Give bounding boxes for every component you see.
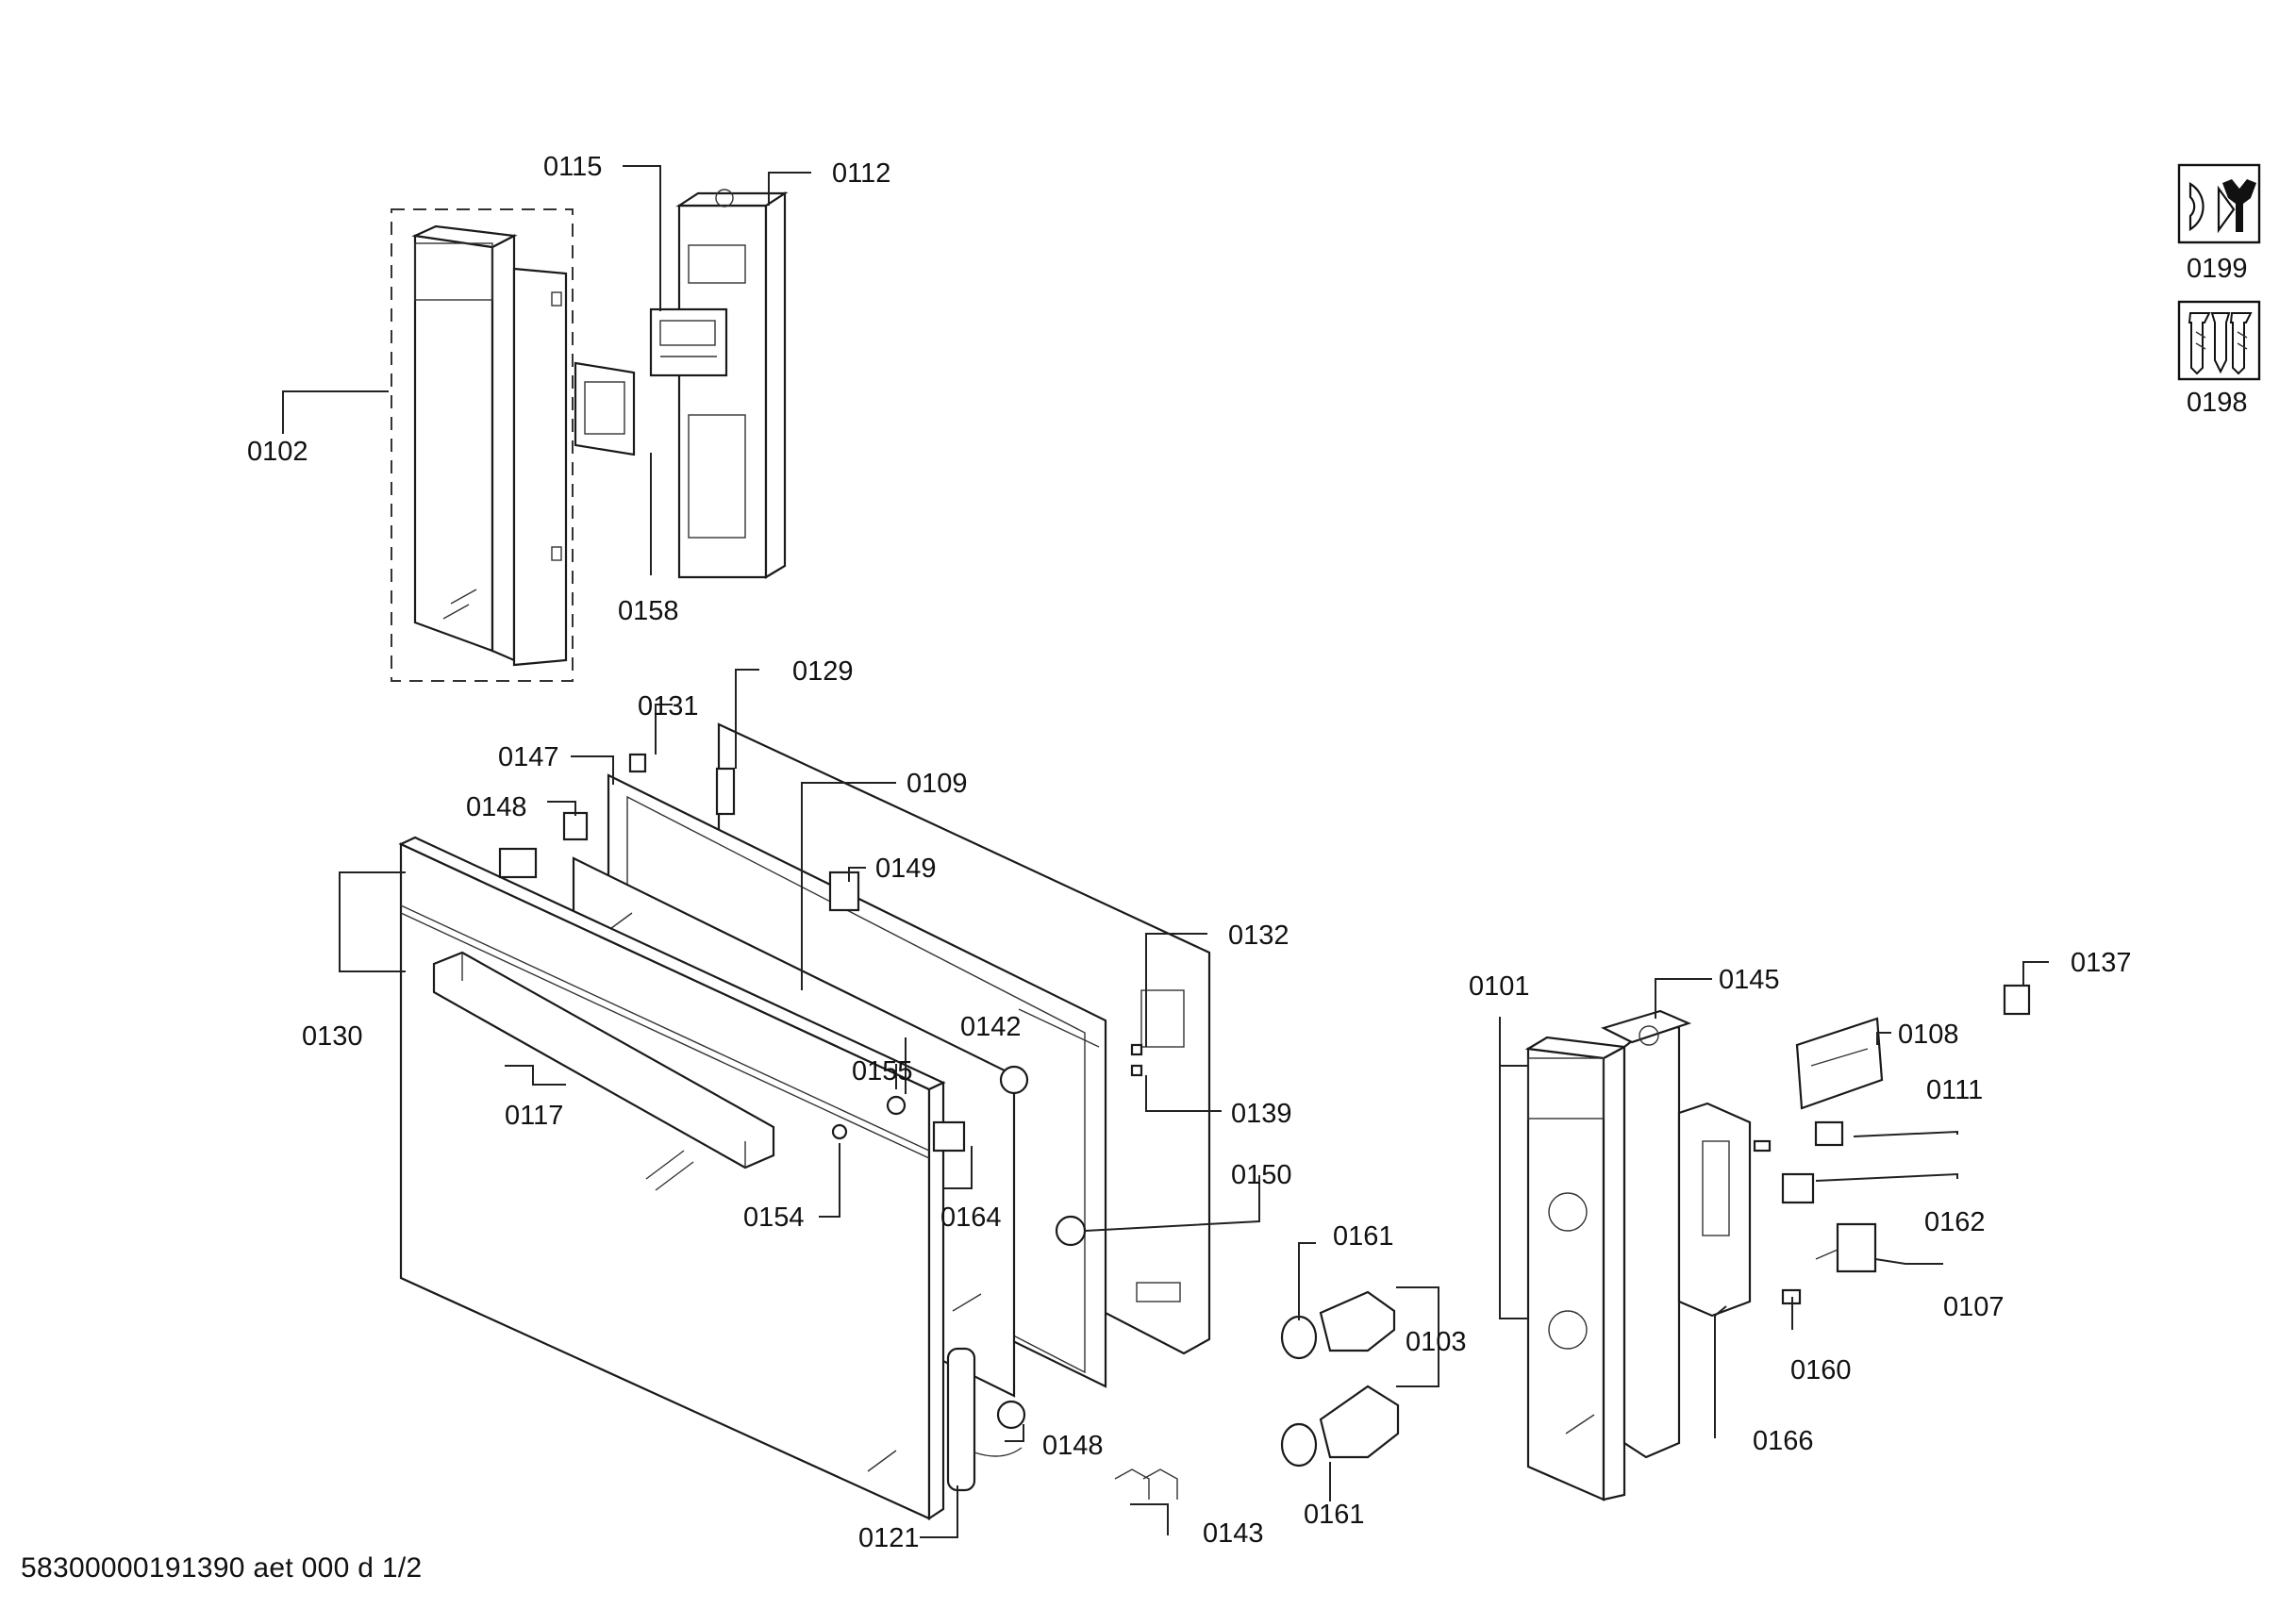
- right-components: [1753, 984, 2031, 1305]
- knob-upper: [1280, 1290, 1396, 1360]
- label-0148-top: 0148: [466, 792, 527, 822]
- label-0161-bottom: 0161: [1304, 1500, 1365, 1530]
- label-0158: 0158: [618, 596, 679, 626]
- label-0154: 0154: [743, 1203, 805, 1233]
- label-0143: 0143: [1203, 1518, 1264, 1549]
- label-0103: 0103: [1406, 1327, 1467, 1357]
- label-0121: 0121: [858, 1523, 920, 1553]
- label-0162: 0162: [1924, 1207, 1986, 1237]
- label-0131: 0131: [638, 691, 699, 722]
- right-control-panel: [1524, 1036, 1628, 1501]
- label-0108: 0108: [1898, 1020, 1959, 1050]
- label-0149: 0149: [875, 854, 937, 884]
- part-labels: 0102 0115 0112 0158 0129 0131 0147 0148 …: [247, 152, 2132, 1553]
- label-0112: 0112: [832, 158, 890, 189]
- label-0148-bottom: 0148: [1042, 1431, 1104, 1461]
- control-housing: [649, 189, 789, 579]
- right-housing: [1601, 1009, 1752, 1459]
- label-0117: 0117: [505, 1101, 563, 1131]
- control-panel-front: [391, 208, 574, 682]
- display-module: [574, 361, 636, 456]
- label-0101: 0101: [1469, 971, 1530, 1002]
- label-0139: 0139: [1231, 1099, 1292, 1129]
- label-0129: 0129: [792, 656, 854, 687]
- label-0155: 0155: [852, 1056, 913, 1086]
- label-0137: 0137: [2071, 948, 2132, 978]
- label-0107: 0107: [1943, 1292, 2005, 1322]
- leader-lines: [282, 165, 2049, 1538]
- label-0130: 0130: [302, 1021, 363, 1052]
- label-0161-top: 0161: [1333, 1221, 1394, 1252]
- knob-lower: [1280, 1385, 1400, 1468]
- label-0150: 0150: [1231, 1160, 1292, 1190]
- service-tool-icon: [2177, 163, 2261, 244]
- door-small-parts: [498, 753, 1178, 1500]
- label-0111: 0111: [1926, 1075, 1983, 1105]
- label-0142: 0142: [960, 1012, 1022, 1042]
- screws-icon: [2177, 300, 2261, 381]
- document-code: 58300000191390 aet 000 d 1/2: [21, 1552, 423, 1584]
- label-0147: 0147: [498, 742, 559, 772]
- door-handle: [432, 951, 775, 1169]
- label-0198: 0198: [2187, 388, 2248, 418]
- label-0160: 0160: [1790, 1355, 1852, 1385]
- label-0109: 0109: [907, 769, 968, 799]
- label-0166: 0166: [1753, 1426, 1814, 1456]
- label-0164: 0164: [940, 1203, 1002, 1233]
- label-0145: 0145: [1719, 965, 1780, 995]
- panel-dashed-outline: [391, 208, 574, 682]
- label-0199: 0199: [2187, 254, 2248, 284]
- label-0115: 0115: [543, 152, 602, 182]
- label-0102: 0102: [247, 437, 308, 467]
- door-hinge: [946, 1347, 1023, 1492]
- label-0132: 0132: [1228, 921, 1289, 951]
